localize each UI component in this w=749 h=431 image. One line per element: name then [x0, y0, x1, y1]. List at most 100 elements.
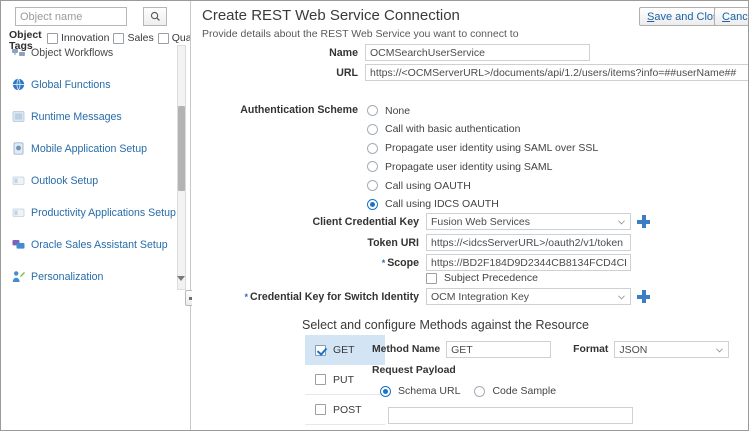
productivity-icon	[12, 206, 25, 219]
client-credential-key-select[interactable]: Fusion Web Services	[426, 213, 631, 230]
format-label: Format	[573, 344, 609, 355]
sidebar-item-oracle-sales-assistant-setup[interactable]: Oracle Sales Assistant Setup	[1, 237, 178, 253]
format-select[interactable]: JSON	[614, 341, 730, 358]
auth-option-none[interactable]: None	[367, 102, 598, 119]
url-input[interactable]	[365, 64, 748, 81]
tag-filter-innovation[interactable]: Innovation	[47, 32, 109, 44]
payload-option-label: Code Sample	[492, 385, 557, 397]
assistant-icon	[12, 238, 25, 251]
object-navigator-sidebar: Object Tags Innovation Sales Quality :	[1, 1, 191, 430]
sidebar-item-productivity-applications-setup[interactable]: Productivity Applications Setup	[1, 205, 178, 221]
sidebar-scrollbar-thumb[interactable]	[178, 106, 185, 191]
payload-option-code-sample[interactable]: Code Sample	[474, 385, 556, 397]
checkbox-method-post[interactable]	[315, 404, 326, 415]
page-title: Create REST Web Service Connection	[202, 7, 460, 24]
checkbox-method-put[interactable]	[315, 374, 326, 385]
authentication-scheme-label: Authentication Scheme	[240, 104, 358, 116]
message-icon	[12, 110, 25, 123]
method-name-label: Method Name	[372, 344, 441, 355]
add-switch-identity-key-button[interactable]	[637, 290, 650, 303]
method-label-post: POST	[333, 403, 362, 416]
name-input[interactable]	[365, 44, 590, 61]
search-button[interactable]	[143, 7, 167, 26]
cancel-button[interactable]: Cancel	[714, 7, 748, 26]
radio-none[interactable]	[367, 105, 378, 116]
method-row-get[interactable]: GET	[305, 335, 385, 365]
required-marker: *	[381, 257, 386, 268]
radio-idcs-oauth[interactable]	[367, 198, 378, 210]
tag-label-quality: Quality	[171, 32, 191, 44]
sidebar-scrollbar[interactable]	[177, 45, 186, 290]
globe-icon	[12, 78, 25, 91]
method-label-get: GET	[333, 344, 355, 356]
sidebar-item-label: Personalization	[31, 271, 104, 283]
auth-option-idcs-oauth[interactable]: Call using IDCS OAUTH	[367, 196, 598, 213]
request-payload-label: Request Payload	[372, 365, 456, 376]
auth-option-label: Call using IDCS OAUTH	[385, 198, 499, 211]
radio-basic-authentication[interactable]	[367, 123, 378, 135]
tag-filter-quality[interactable]: Quality	[157, 32, 191, 44]
chevron-down-icon	[618, 295, 625, 300]
search-row	[15, 7, 167, 26]
sidebar-item-mobile-application-setup[interactable]: Mobile Application Setup	[1, 141, 178, 157]
checkbox-quality[interactable]	[157, 32, 169, 44]
methods-list: GET PUT POST	[305, 335, 385, 425]
add-client-credential-key-button[interactable]	[637, 215, 650, 228]
scroll-down-arrow[interactable]	[177, 276, 185, 281]
sidebar-item-personalization[interactable]: Personalization	[1, 269, 178, 285]
sidebar-item-global-functions[interactable]: Global Functions	[1, 77, 178, 93]
auth-option-saml[interactable]: Propagate user identity using SAML	[367, 158, 598, 175]
required-marker: *	[244, 291, 249, 302]
name-label: Name	[329, 46, 358, 59]
setup-tree: Object Workflows Global Functions	[1, 45, 178, 295]
auth-option-label: None	[385, 104, 411, 117]
scope-label-text: Scope	[387, 256, 419, 269]
chevron-down-icon	[618, 220, 625, 225]
method-row-post[interactable]: POST	[305, 395, 385, 425]
radio-saml[interactable]	[367, 161, 378, 173]
auth-option-oauth[interactable]: Call using OAUTH	[367, 177, 598, 194]
scope-label: *Scope	[237, 257, 419, 269]
checkbox-innovation[interactable]	[47, 32, 58, 44]
client-credential-key-row: Client Credential Key Fusion Web Service…	[237, 213, 650, 230]
object-tags-label-line1: Object	[9, 29, 42, 41]
sidebar-item-object-workflows[interactable]: Object Workflows	[1, 45, 178, 61]
radio-saml-over-ssl[interactable]	[367, 142, 378, 154]
tag-filter-sales[interactable]: Sales	[113, 32, 154, 44]
auth-option-saml-over-ssl[interactable]: Propagate user identity using SAML over …	[367, 140, 598, 157]
authentication-scheme-radio-group: None Call with basic authentication Prop…	[367, 102, 598, 215]
subject-precedence-row[interactable]: Subject Precedence	[426, 272, 538, 284]
payload-schema-url-input[interactable]	[388, 407, 633, 424]
methods-section-title: Select and configure Methods against the…	[302, 318, 589, 332]
cancel-accelerator: C	[722, 10, 730, 23]
method-row-put[interactable]: PUT	[305, 365, 385, 395]
format-value: JSON	[619, 343, 648, 356]
workflow-icon	[12, 46, 25, 59]
radio-schema-url[interactable]	[380, 385, 391, 397]
sidebar-item-runtime-messages[interactable]: Runtime Messages	[1, 109, 178, 125]
payload-option-schema-url[interactable]: Schema URL	[380, 385, 460, 397]
sidebar-item-label: Runtime Messages	[31, 111, 122, 123]
sidebar-item-label: Mobile Application Setup	[31, 143, 148, 155]
name-field-row: Name	[205, 44, 590, 61]
checkbox-method-get[interactable]	[315, 344, 326, 356]
mobile-icon	[12, 142, 25, 155]
switch-identity-select[interactable]: OCM Integration Key	[426, 288, 631, 305]
checkbox-sales[interactable]	[113, 32, 125, 44]
token-uri-input[interactable]	[426, 234, 631, 251]
auth-option-label: Propagate user identity using SAML over …	[385, 142, 599, 155]
object-tags-filters: Innovation Sales Quality :	[47, 32, 191, 44]
sidebar-item-label: Outlook Setup	[31, 175, 99, 187]
token-uri-label: Token URI	[367, 236, 419, 249]
url-label: URL	[336, 66, 358, 79]
radio-code-sample[interactable]	[474, 385, 486, 397]
scope-input[interactable]	[426, 254, 631, 271]
auth-option-basic[interactable]: Call with basic authentication	[367, 121, 598, 138]
search-input[interactable]	[15, 7, 127, 26]
method-name-input[interactable]	[446, 341, 552, 358]
radio-oauth[interactable]	[367, 180, 378, 192]
sidebar-item-outlook-setup[interactable]: Outlook Setup	[1, 173, 178, 189]
checkbox-subject-precedence[interactable]	[426, 272, 437, 284]
switch-identity-row: *Credential Key for Switch Identity OCM …	[237, 288, 650, 305]
